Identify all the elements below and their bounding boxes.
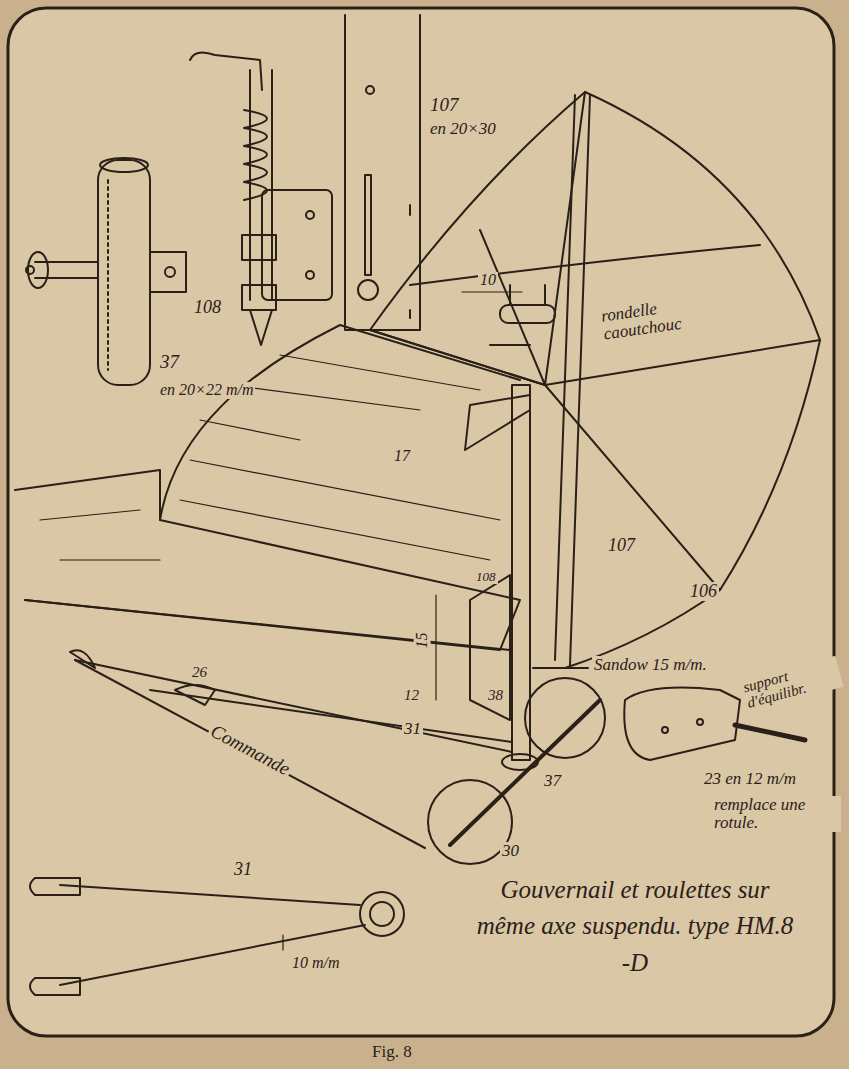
callout-label: 37 [542,772,563,790]
callout-label: 10 m/m [290,955,342,972]
callout-label: 38 [486,688,505,704]
frame [8,8,834,1036]
callout-label: 23 en 12 m/m [702,770,798,788]
callout-label: remplace une rotule. [712,796,841,832]
wheels [428,678,605,864]
callout-label: 30 [500,842,521,860]
dimension-line [462,291,522,292]
callout-label: 31 [232,860,254,879]
callout-label: 107 [428,95,461,115]
callout-label: en 20×30 [428,120,498,138]
callout-label: 107 [606,536,637,555]
callout-label: Sandow 15 m/m. [592,656,709,674]
callout-label: 26 [190,665,209,681]
fuselage [15,325,520,705]
callout-label: 108 [474,570,498,584]
fork-and-control [70,650,512,848]
leader-line [533,667,588,669]
callout-label: 108 [192,298,223,317]
spring-rod-detail [190,52,332,345]
callout-label: 10 [478,272,498,289]
strip-107 [345,15,420,330]
title: Gouvernail et roulettes sur même axe sus… [470,872,800,981]
callout-label: 12 [402,688,421,704]
callout-label: 15 [414,630,431,650]
tube-detail [26,158,186,385]
callout-label: 31 [402,720,423,738]
dimension-line [435,595,436,700]
strut [465,285,555,760]
figure-caption: Fig. 8 [372,1042,412,1062]
callout-label: 37 [158,352,181,372]
fork-detail [30,878,404,995]
callout-label: en 20×22 m/m [158,382,255,399]
callout-label: 106 [688,582,719,601]
callout-label: 17 [392,448,412,465]
